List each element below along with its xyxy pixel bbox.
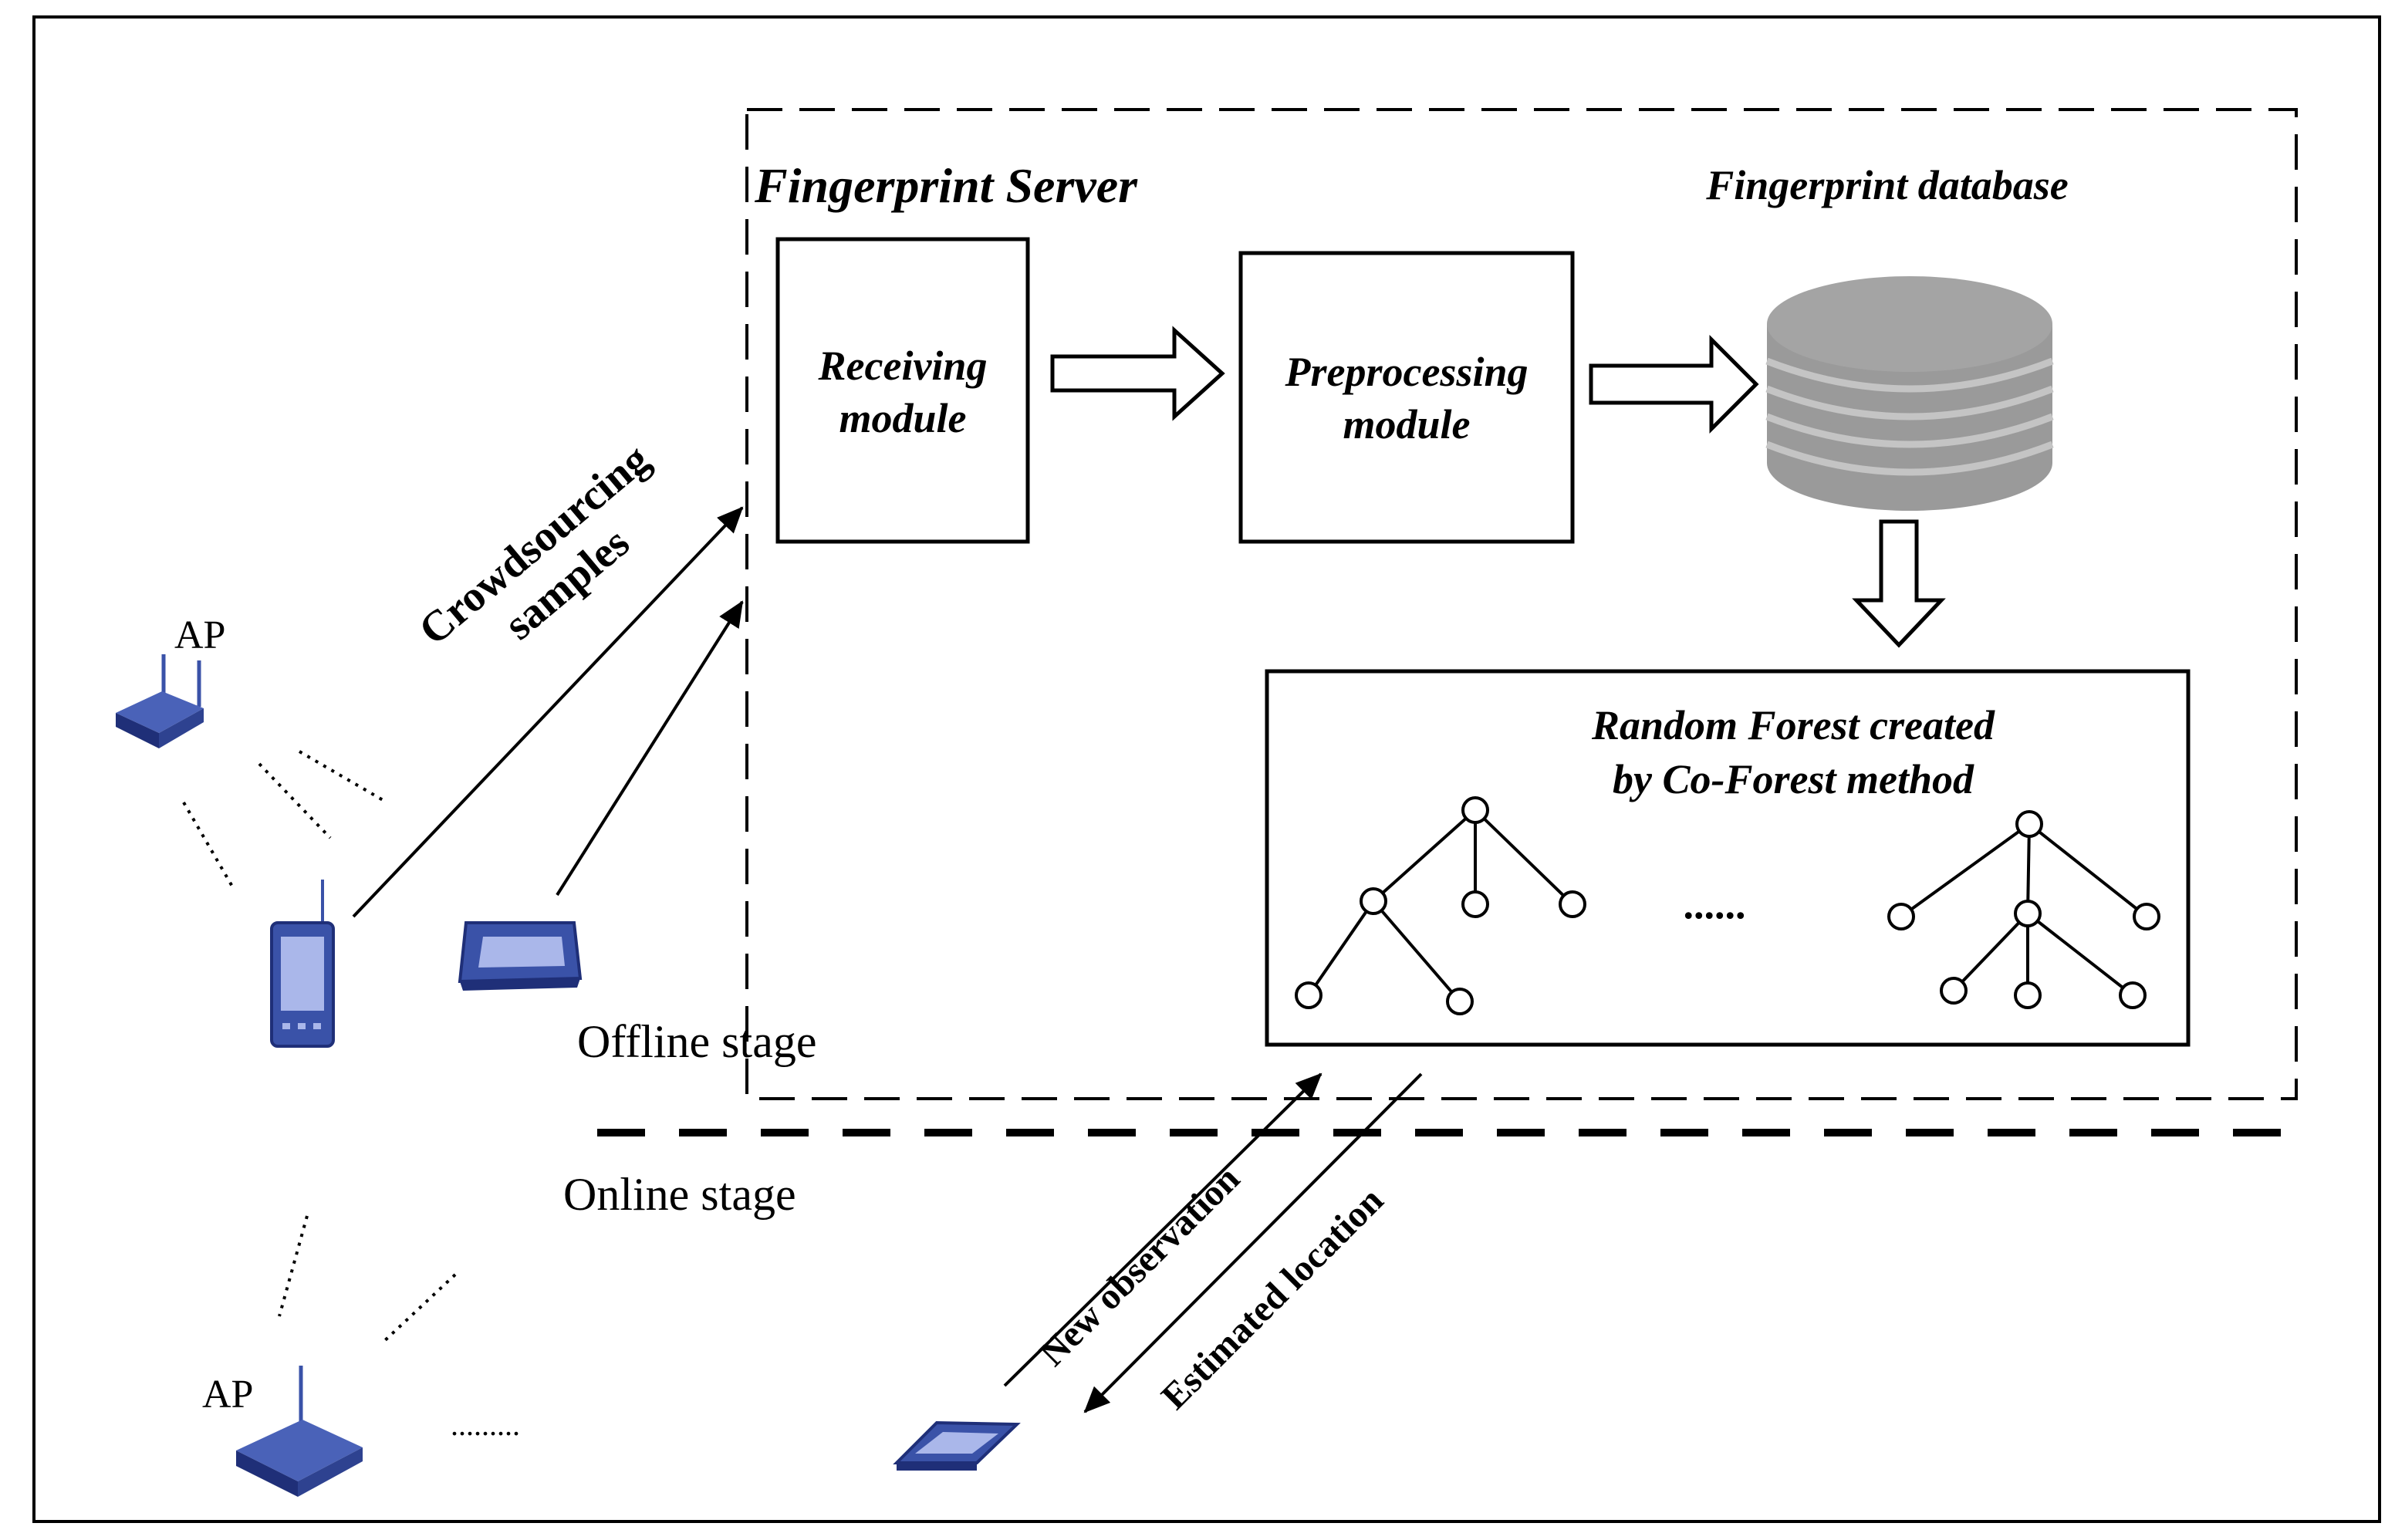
new-observation-arrow — [1003, 1072, 1322, 1387]
fingerprint-database — [1765, 276, 2054, 511]
outer-frame — [32, 15, 2381, 1523]
preprocessing-label-line2: module — [1343, 401, 1470, 447]
ap-bottom-label: AP — [202, 1373, 253, 1417]
random-forest-box: Random Forest created by Co-Forest metho… — [1265, 669, 2191, 1047]
flow-arrow-receiving-to-preprocessing — [1050, 326, 1225, 421]
online-tablet-icon — [893, 1420, 1021, 1471]
signal-dots — [258, 762, 332, 839]
receiving-module: Receiving module — [775, 237, 1030, 544]
access-point-top: AP — [116, 613, 225, 748]
flow-arrow-preprocessing-to-database — [1589, 334, 1759, 434]
database-label: Fingerprint database — [1705, 162, 2069, 208]
tablet-icon — [458, 921, 583, 991]
signal-dots — [381, 1273, 457, 1344]
preprocessing-label-line1: Preprocessing — [1285, 349, 1529, 395]
forest-ellipsis: ...... — [1684, 881, 1746, 927]
crowdsourcing-arrow-phone — [352, 506, 744, 918]
offline-stage-label: Offline stage — [577, 1016, 816, 1067]
decision-tree-2 — [1887, 810, 2160, 1009]
forest-label-line1: Random Forest created — [1591, 702, 1995, 748]
forest-label-line2: by Co-Forest method — [1613, 756, 1974, 802]
signal-dots — [278, 1215, 309, 1317]
decision-tree-1 — [1295, 796, 1586, 1015]
crowdsourcing-label: Crowdsourcing samples — [410, 435, 658, 654]
flow-arrow-database-to-forest — [1852, 519, 1946, 648]
online-stage-label: Online stage — [563, 1169, 796, 1220]
receiving-label-line1: Receiving — [818, 343, 988, 389]
signal-dots — [182, 801, 236, 892]
preprocessing-module: Preprocessing module — [1238, 251, 1575, 544]
ap-top-label: AP — [174, 613, 225, 657]
signal-dots-bottom: ......... — [451, 1407, 520, 1442]
receiving-label-line2: module — [839, 395, 966, 441]
access-point-bottom: AP — [202, 1366, 363, 1497]
mobile-phone-icon — [270, 880, 335, 1048]
estimated-location-arrow — [1083, 1072, 1423, 1413]
signal-dots — [298, 750, 386, 802]
server-title: Fingerprint Server — [754, 158, 1138, 213]
server-boundary — [745, 108, 2298, 1100]
crowdsourcing-arrow-tablet — [556, 600, 744, 897]
